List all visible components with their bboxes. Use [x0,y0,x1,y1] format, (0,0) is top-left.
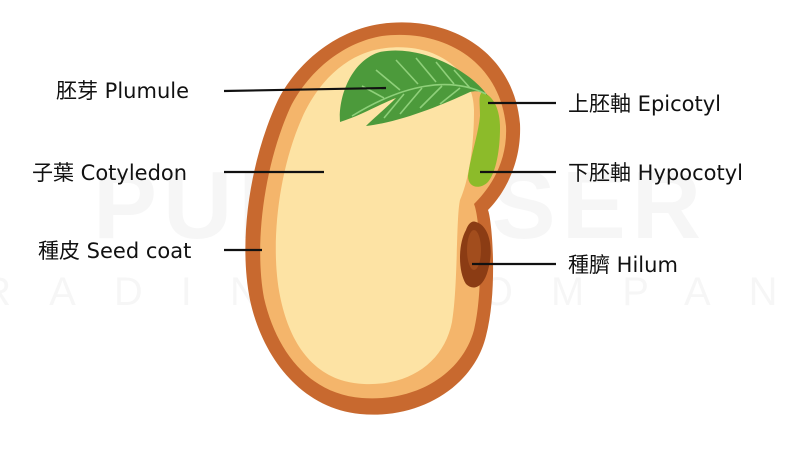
cotyledon [275,47,474,385]
hilum-highlight [467,230,481,270]
label-hilum: 種臍 Hilum [568,253,678,277]
label-hypocotyl: 下胚軸 Hypocotyl [568,161,743,185]
label-plumule: 胚芽 Plumule [56,79,189,103]
plumule-line [223,86,387,93]
label-epicotyl: 上胚軸 Epicotyl [568,92,721,116]
label-cotyledon: 子葉 Cotyledon [32,161,187,185]
epicotyl-hypocotyl [468,92,500,187]
label-seed-coat: 種皮 Seed coat [38,239,191,263]
